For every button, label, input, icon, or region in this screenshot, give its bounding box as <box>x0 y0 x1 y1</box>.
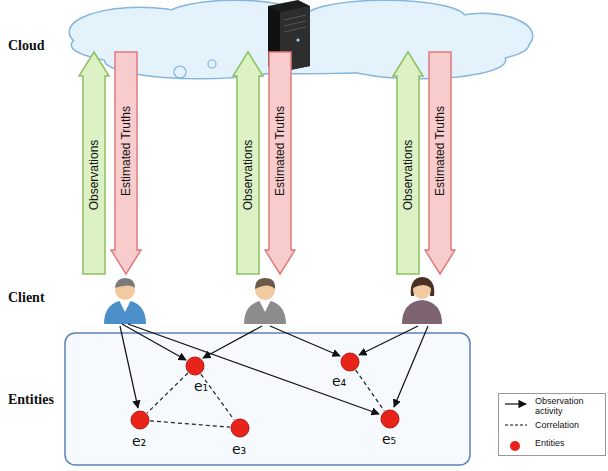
entity-circle <box>381 410 399 428</box>
arrow-shape <box>425 52 455 274</box>
entity-circle <box>186 357 204 375</box>
observation-arrows <box>120 324 428 414</box>
legend-text: Observation activity <box>535 396 603 416</box>
legend: Observation activityCorrelationEntities <box>498 393 606 456</box>
entity-label: e₄ <box>332 374 346 388</box>
entity-circle <box>131 411 149 429</box>
row-label: Entities <box>8 392 54 408</box>
arrow-label: Estimated Truths <box>119 106 133 196</box>
entity-outline <box>380 409 400 429</box>
legend-text: Entities <box>535 438 603 448</box>
arrow-shape <box>79 52 109 274</box>
entity-label: e₅ <box>382 432 396 446</box>
row-label: Cloud <box>8 38 45 54</box>
entity-outline <box>185 356 205 376</box>
arrow-shape <box>393 52 423 274</box>
correlation-line <box>147 373 188 413</box>
entity-outline <box>230 418 250 438</box>
entity-node: e₅ <box>380 409 400 429</box>
arrow-shape <box>233 52 263 274</box>
entity-outline <box>340 352 360 372</box>
legend-samples <box>505 404 527 425</box>
row-label: Client <box>8 290 45 306</box>
estimate-arrow: Estimated Truths <box>111 52 141 274</box>
arrow-label: Observations <box>401 140 415 211</box>
entity-label: e₃ <box>232 442 246 456</box>
correlation-line <box>356 370 385 411</box>
arrow-shape <box>111 52 141 274</box>
cloud-shape <box>70 1 532 78</box>
arrow-label: Observations <box>241 140 255 211</box>
client-icon <box>104 278 146 324</box>
estimate-arrow: Estimated Truths <box>425 52 455 274</box>
entity-outline <box>130 410 150 430</box>
client-icon <box>244 278 286 324</box>
legend-text: Correlation <box>535 420 603 430</box>
client-icon <box>402 277 442 324</box>
entity-node: e₄ <box>340 352 360 372</box>
arrow-label: Estimated Truths <box>433 106 447 196</box>
entity-circle <box>341 353 359 371</box>
observation-arrow: Observations <box>393 52 423 274</box>
arrow-shape <box>265 52 295 274</box>
legend-swatch <box>510 441 520 451</box>
observation-arrow: Observations <box>233 52 263 274</box>
entity-label: e₂ <box>132 434 146 448</box>
entity-node: e₁ <box>185 356 205 376</box>
arrow-label: Observations <box>87 140 101 211</box>
observation-arrow: Observations <box>79 52 109 274</box>
entity-circle <box>231 419 249 437</box>
arrow-label: Estimated Truths <box>273 106 287 196</box>
correlation-line <box>150 421 230 427</box>
entity-label: e₁ <box>194 379 208 393</box>
entity-node: e₃ <box>230 418 250 438</box>
estimate-arrow: Estimated Truths <box>265 52 295 274</box>
entity-node: e₂ <box>130 410 150 430</box>
